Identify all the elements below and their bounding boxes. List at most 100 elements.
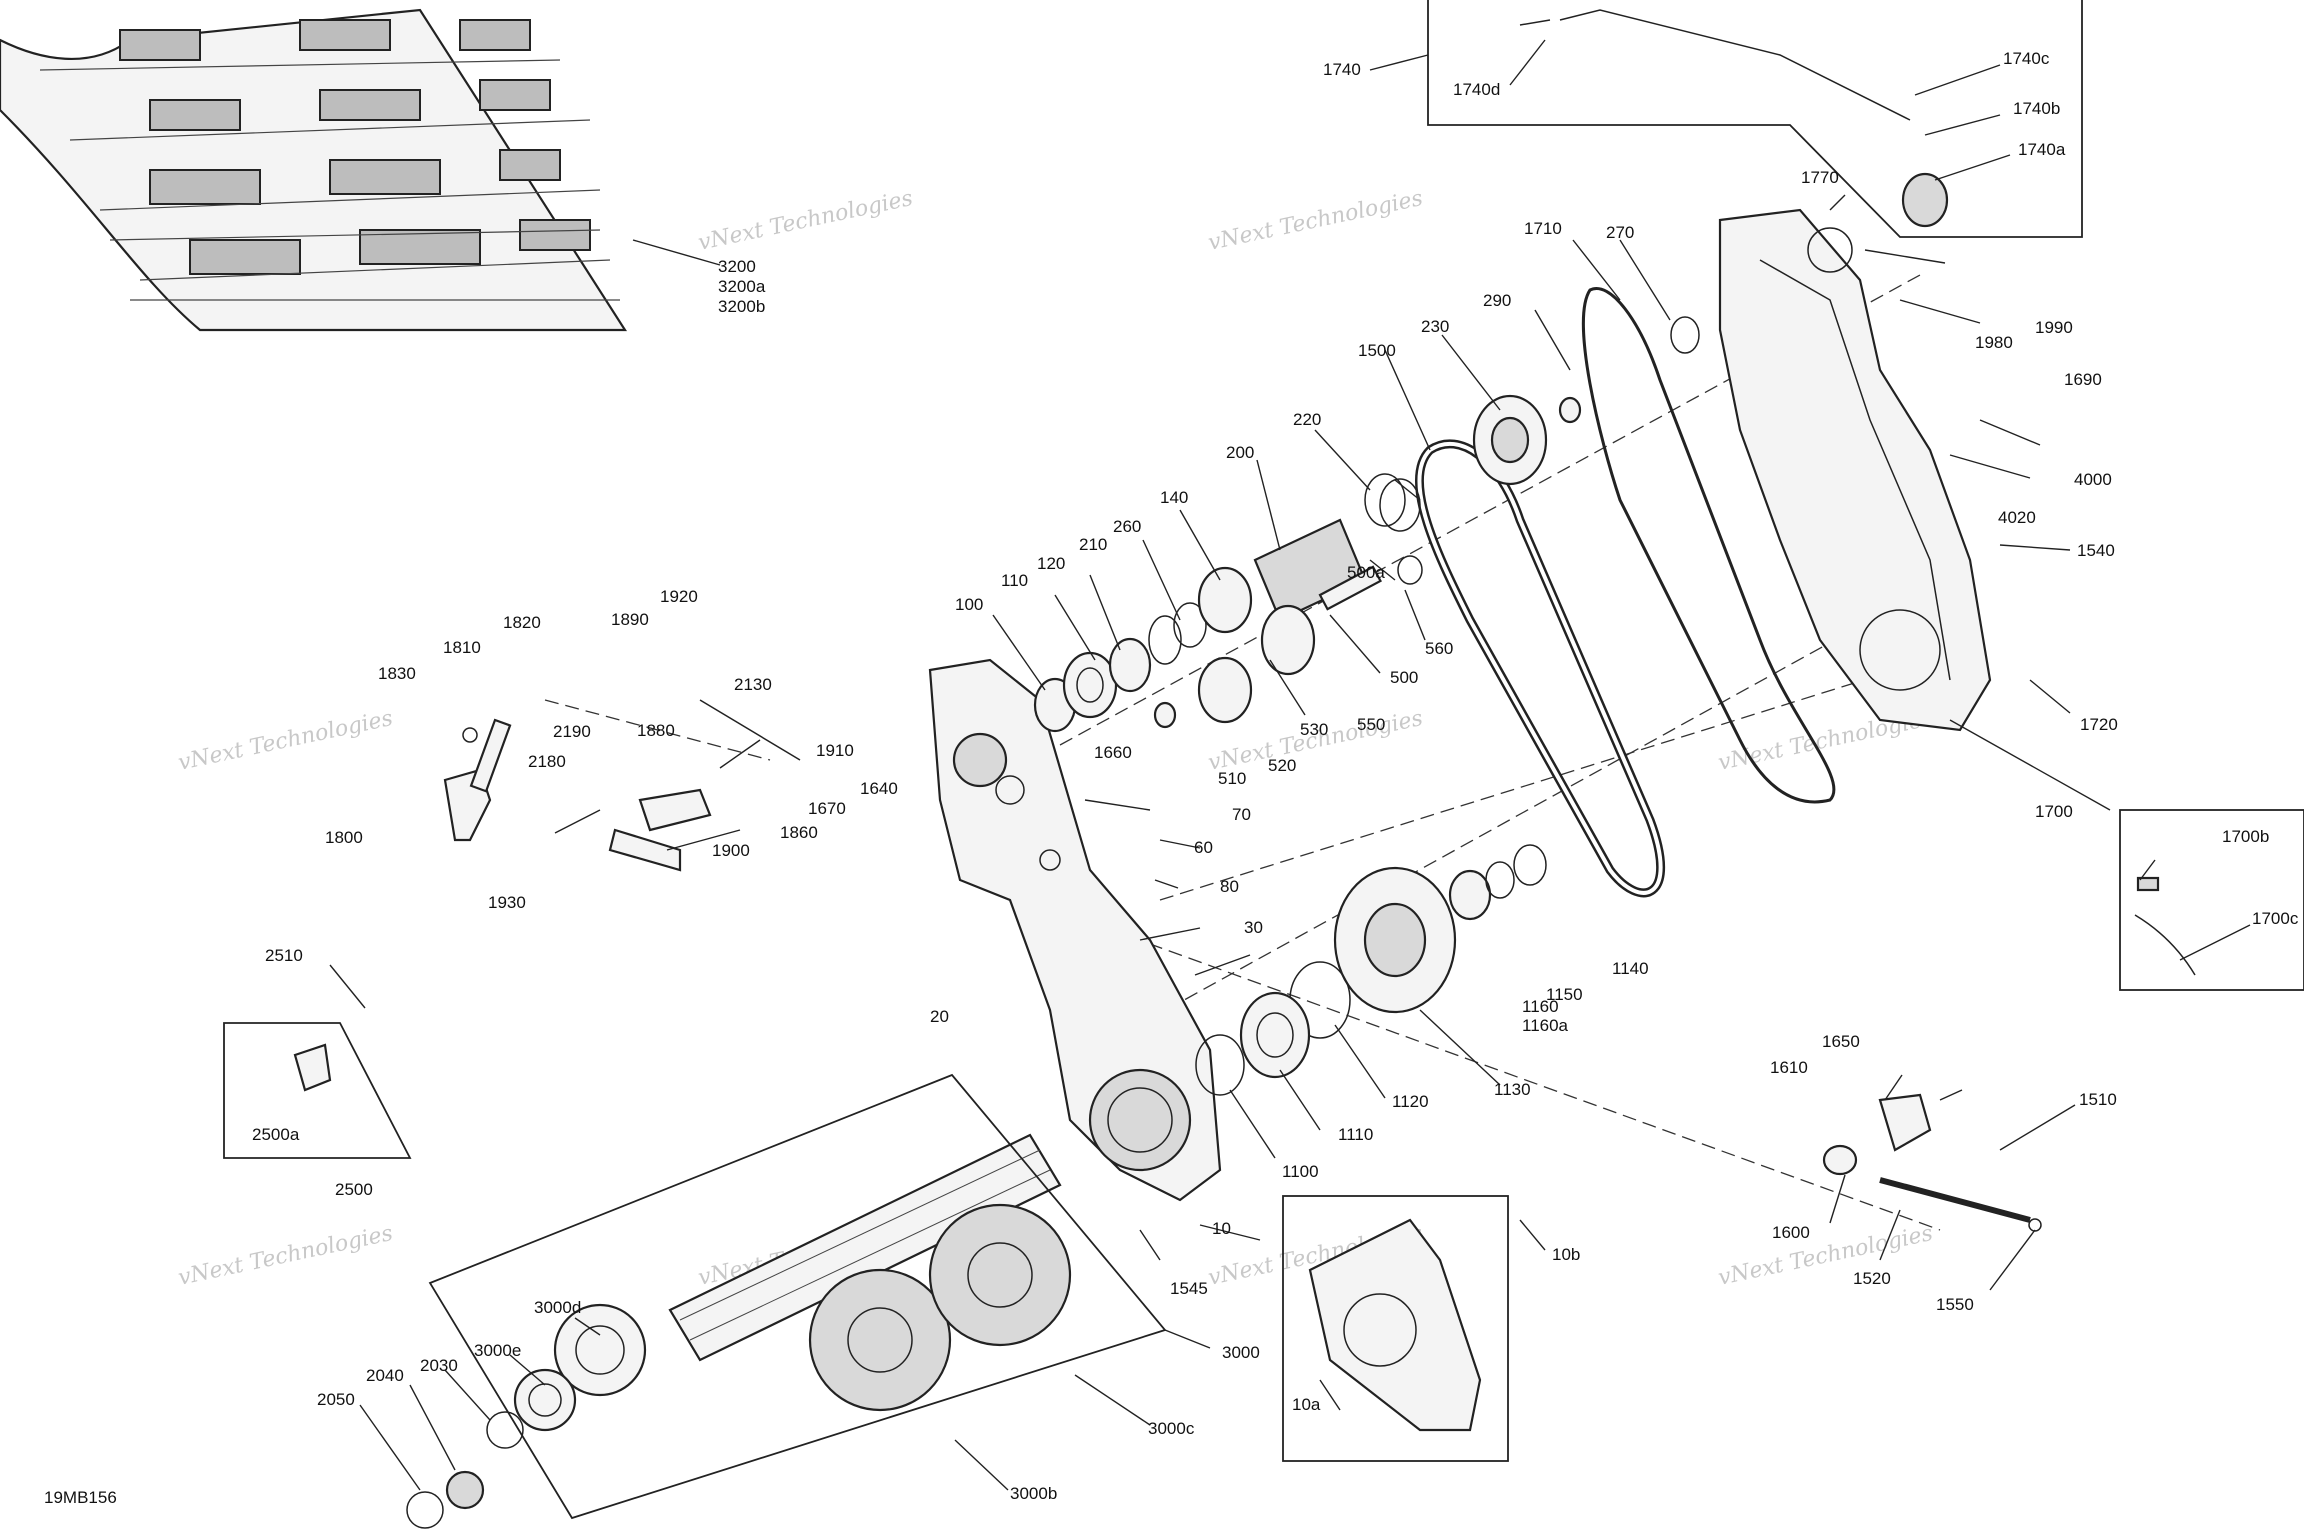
label-20: 20	[930, 1007, 949, 1026]
label-1740: 1740	[1323, 60, 1361, 79]
label-1820: 1820	[503, 613, 541, 632]
label-1930: 1930	[488, 893, 526, 912]
label-10: 10	[1212, 1219, 1231, 1238]
label-1700c: 1700c	[2252, 909, 2299, 928]
label-1980: 1980	[1975, 333, 2013, 352]
label-230: 230	[1421, 317, 1449, 336]
label-10b: 10b	[1552, 1245, 1580, 1264]
label-1545: 1545	[1170, 1279, 1208, 1298]
watermark: vNext Technologies	[1716, 1221, 1935, 1291]
upper-shaft-parts	[1033, 316, 1700, 733]
label-1660: 1660	[1094, 743, 1132, 762]
label-1640: 1640	[860, 779, 898, 798]
label-70: 70	[1232, 805, 1251, 824]
watermark: vNext Technologies	[1206, 186, 1425, 256]
label-4020: 4020	[1998, 508, 2036, 527]
label-1890: 1890	[611, 610, 649, 629]
box-10a	[1282, 1195, 1509, 1462]
label-1500: 1500	[1358, 341, 1396, 360]
label-520: 520	[1268, 756, 1296, 775]
chaincase-cover	[1718, 208, 1992, 732]
label-260: 260	[1113, 517, 1141, 536]
label-1880: 1880	[637, 721, 675, 740]
label-1510: 1510	[2079, 1090, 2117, 1109]
label-290: 290	[1483, 291, 1511, 310]
label-1910: 1910	[816, 741, 854, 760]
label-1710: 1710	[1524, 219, 1562, 238]
label-110: 110	[1001, 571, 1028, 590]
label-270: 270	[1606, 223, 1634, 242]
label-1740c: 1740c	[2003, 49, 2050, 68]
label-3200: 3200	[718, 257, 756, 276]
label-1600: 1600	[1772, 1223, 1810, 1242]
label-2050: 2050	[317, 1390, 355, 1409]
label-2190: 2190	[553, 722, 591, 741]
label-10a: 10a	[1292, 1395, 1321, 1414]
label-1860: 1860	[780, 823, 818, 842]
label-1160: 1160	[1522, 997, 1559, 1016]
label-1160a: 1160a	[1522, 1016, 1569, 1035]
box-2500	[223, 1022, 412, 1159]
hose-1700c	[2134, 914, 2196, 976]
label-1700: 1700	[2035, 802, 2073, 821]
label-2500: 2500	[335, 1180, 373, 1199]
label-2500a: 2500a	[252, 1125, 300, 1144]
label-1770: 1770	[1801, 168, 1839, 187]
leader-lines	[329, 39, 2251, 1491]
label-100: 100	[955, 595, 983, 614]
watermark: vNext Technologies	[696, 186, 915, 256]
box-1740	[1427, 0, 2083, 238]
label-80: 80	[1220, 877, 1239, 896]
label-1110: 1110	[1338, 1125, 1373, 1144]
label-3200b: 3200b	[718, 297, 765, 316]
label-1740b: 1740b	[2013, 99, 2060, 118]
label-120: 120	[1037, 554, 1065, 573]
label-60: 60	[1194, 838, 1213, 857]
watermark: vNext Technologies	[176, 706, 395, 776]
clip-1700b	[2136, 876, 2160, 892]
label-1990: 1990	[2035, 318, 2073, 337]
label-1810: 1810	[443, 638, 481, 657]
label-1540: 1540	[2077, 541, 2115, 560]
label-2130: 2130	[734, 675, 772, 694]
label-30: 30	[1244, 918, 1263, 937]
label-1830: 1830	[378, 664, 416, 683]
label-560: 560	[1425, 639, 1453, 658]
cover-gasket	[1582, 287, 1836, 804]
label-1690: 1690	[2064, 370, 2102, 389]
label-1610: 1610	[1770, 1058, 1808, 1077]
label-1920: 1920	[660, 587, 698, 606]
watermark: vNext Technologies	[176, 1221, 395, 1291]
label-550: 550	[1357, 715, 1385, 734]
label-2040: 2040	[366, 1366, 404, 1385]
label-1740a: 1740a	[2018, 140, 2066, 159]
label-1800: 1800	[325, 828, 363, 847]
label-3000d: 3000d	[534, 1298, 581, 1317]
label-3000: 3000	[1222, 1343, 1260, 1362]
plate-2500	[293, 1043, 332, 1092]
label-500: 500	[1390, 668, 1418, 687]
label-1670: 1670	[808, 799, 846, 818]
label-2030: 2030	[420, 1356, 458, 1375]
label-140: 140	[1160, 488, 1188, 507]
label-1700b: 1700b	[2222, 827, 2269, 846]
lower-shaft-parts	[1195, 844, 1547, 1096]
label-3000e: 3000e	[474, 1341, 521, 1360]
label-510: 510	[1218, 769, 1246, 788]
label-1100: 1100	[1282, 1162, 1319, 1181]
label-1140: 1140	[1612, 959, 1649, 978]
track-3200	[0, 8, 628, 332]
label-2510: 2510	[265, 946, 303, 965]
label-3000c: 3000c	[1148, 1419, 1195, 1438]
label-4000: 4000	[2074, 470, 2112, 489]
label-1900: 1900	[712, 841, 750, 860]
label-210: 210	[1079, 535, 1107, 554]
label-530: 530	[1300, 720, 1328, 739]
label-1120: 1120	[1392, 1092, 1429, 1111]
label-500a: 500a	[1347, 563, 1385, 582]
label-2180: 2180	[528, 752, 566, 771]
drive-axle	[406, 1133, 1072, 1529]
label-1650: 1650	[1822, 1032, 1860, 1051]
chaincase-housing	[928, 658, 1222, 1202]
